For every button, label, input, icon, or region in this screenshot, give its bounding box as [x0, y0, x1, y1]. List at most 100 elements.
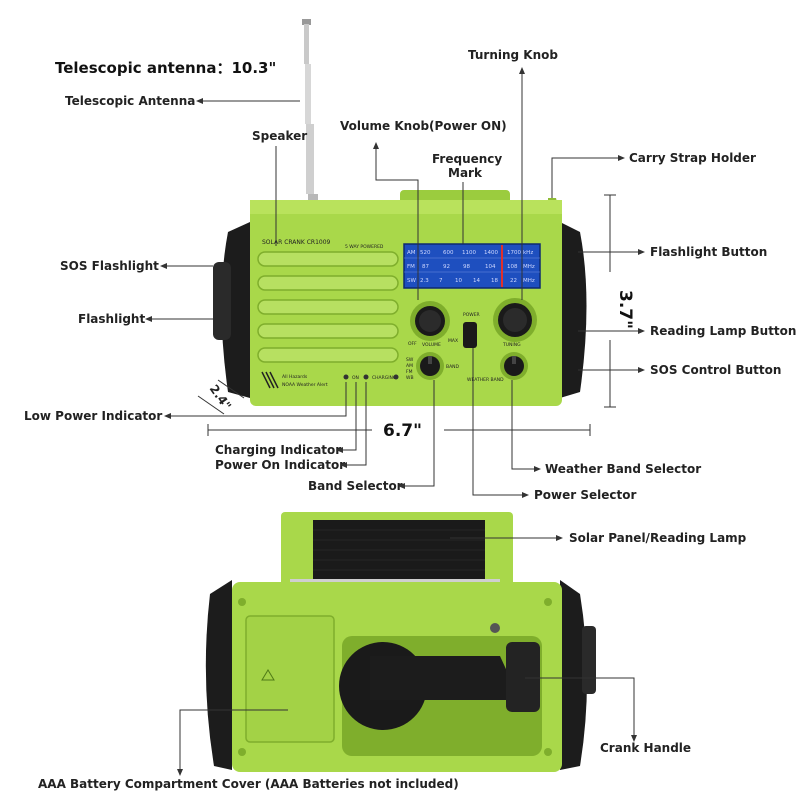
power-selector-switch[interactable]	[463, 322, 477, 348]
callout-text: Telescopic Antenna	[65, 94, 195, 108]
callout-battery-cover: AAA Battery Compartment Cover (AAA Batte…	[38, 709, 459, 791]
badge-line-1: All Hazards	[282, 374, 308, 380]
callout-text: Speaker	[252, 129, 307, 143]
callout-solar-panel: Solar Panel/Reading Lamp	[450, 531, 747, 545]
back-side-lens	[582, 626, 596, 694]
band-option-wb: WB	[406, 375, 414, 381]
dial-fm-2: 98	[463, 264, 470, 270]
callout-text-line1: Frequency	[432, 152, 502, 166]
charging-indicator-label: CHARGING	[372, 375, 397, 381]
callout-text: Volume Knob(Power ON)	[340, 119, 507, 133]
dial-am-2: 1100	[462, 250, 476, 256]
back-right-bumper	[560, 580, 587, 770]
dial-am-4: 1700	[507, 250, 521, 256]
callout-text: Flashlight Button	[650, 245, 767, 259]
callout-text: Power Selector	[534, 488, 636, 502]
callout-text: Low Power Indicator	[24, 409, 162, 423]
dial-fm-1: 92	[443, 264, 450, 270]
width-dimension: 6.7"	[207, 421, 591, 441]
volume-max-label: MAX	[448, 338, 458, 344]
callout-carry-strap-holder: Carry Strap Holder	[551, 151, 756, 198]
callout-text-line2: Mark	[448, 166, 483, 180]
dial-am-band: AM	[407, 250, 416, 256]
recycle-icon	[261, 669, 275, 681]
callout-crank-handle: Crank Handle	[525, 677, 691, 755]
crank-handle[interactable]	[370, 656, 520, 700]
dial-sw-3: 14	[473, 278, 480, 284]
band-option-am: AM	[406, 363, 413, 369]
callout-turning-knob: Turning Knob	[468, 48, 558, 300]
callout-sos-flashlight: SOS Flashlight	[60, 259, 213, 273]
telescopic-antenna	[302, 19, 318, 214]
callout-text: Carry Strap Holder	[629, 151, 756, 165]
callout-flashlight: Flashlight	[78, 312, 213, 326]
callout-low-power-indicator: Low Power Indicator	[24, 382, 347, 423]
dial-fm-band: FM	[407, 264, 415, 270]
callout-text: Power On Indicator	[215, 458, 345, 472]
callout-text: SOS Flashlight	[60, 259, 159, 273]
dial-am-3: 1400	[484, 250, 498, 256]
power-ways-label: 5 WAY POWERED	[345, 244, 384, 250]
height-dimension: 3.7"	[604, 194, 635, 408]
tuning-knob[interactable]	[493, 298, 537, 342]
callout-text: Crank Handle	[600, 741, 691, 755]
screw	[490, 623, 500, 633]
dial-sw-4: 18	[491, 278, 498, 284]
top-edge	[250, 200, 562, 214]
callout-flashlight-button: Flashlight Button	[578, 245, 767, 259]
band-option-sw: SW	[406, 357, 414, 363]
band-option-fm: FM	[406, 369, 413, 375]
callout-sos-control-button: SOS Control Button	[578, 363, 781, 377]
folded-antenna	[290, 579, 500, 584]
callout-telescopic-antenna: Telescopic Antenna	[65, 94, 300, 108]
back-left-bumper	[205, 580, 232, 770]
height-label: 3.7"	[615, 290, 635, 329]
power-switch-label: POWER	[463, 312, 480, 318]
weather-band-selector-knob[interactable]	[500, 352, 528, 380]
dial-fm-3: 104	[485, 264, 496, 270]
volume-knob[interactable]	[410, 301, 450, 341]
callout-text: Charging Indicator	[215, 443, 341, 457]
width-label: 6.7"	[383, 421, 422, 441]
noaa-badge: All Hazards NOAA Weather Alert	[261, 371, 328, 389]
callout-text: Weather Band Selector	[545, 462, 701, 476]
callout-charging-indicator: Charging Indicator	[215, 382, 357, 457]
dial-am-1: 600	[443, 250, 454, 256]
dial-am-unit: kHz	[523, 250, 533, 256]
dial-fm-unit: MHz	[523, 264, 535, 270]
dial-sw-0: 2.3	[420, 278, 429, 284]
crank-grip[interactable]	[506, 642, 540, 712]
callout-volume-knob: Volume Knob(Power ON)	[340, 119, 507, 300]
callout-text: AAA Battery Compartment Cover (AAA Batte…	[38, 777, 459, 791]
band-label: BAND	[446, 364, 460, 370]
antenna-length-headline: Telescopic antenna：10.3"	[55, 59, 276, 77]
volume-label: VOLUME	[422, 342, 441, 348]
dial-sw-1: 7	[439, 278, 443, 284]
on-indicator-label: ON	[352, 375, 359, 381]
battery-cover[interactable]	[245, 615, 335, 743]
right-bumper	[560, 222, 587, 398]
callout-speaker: Speaker	[252, 129, 307, 246]
volume-off-label: OFF	[408, 341, 417, 347]
band-selector-knob[interactable]	[416, 352, 444, 380]
dial-fm-4: 108	[507, 264, 518, 270]
callout-text: Band Selector	[308, 479, 403, 493]
callout-text: Solar Panel/Reading Lamp	[569, 531, 747, 545]
callout-weather-band-selector: Weather Band Selector	[511, 380, 701, 476]
callout-text: Reading Lamp Button	[650, 324, 796, 338]
tuning-label: TUNING	[502, 342, 521, 348]
indicator-lights[interactable]: ON CHARGING	[343, 374, 399, 382]
callout-text: Flashlight	[78, 312, 145, 326]
callout-band-selector: Band Selector	[308, 380, 435, 493]
dial-fm-0: 87	[422, 264, 429, 270]
model-label: SOLAR CRANK CR1009	[262, 239, 331, 246]
callout-power-on-indicator: Power On Indicator	[215, 382, 367, 472]
back-view	[205, 512, 596, 772]
sos-flashlight-lens	[213, 262, 231, 340]
callout-frequency-mark: Frequency Mark	[432, 152, 502, 244]
callout-text: Turning Knob	[468, 48, 558, 62]
callout-text: SOS Control Button	[650, 363, 781, 377]
dial-sw-2: 10	[455, 278, 462, 284]
speaker-grille	[257, 251, 399, 363]
